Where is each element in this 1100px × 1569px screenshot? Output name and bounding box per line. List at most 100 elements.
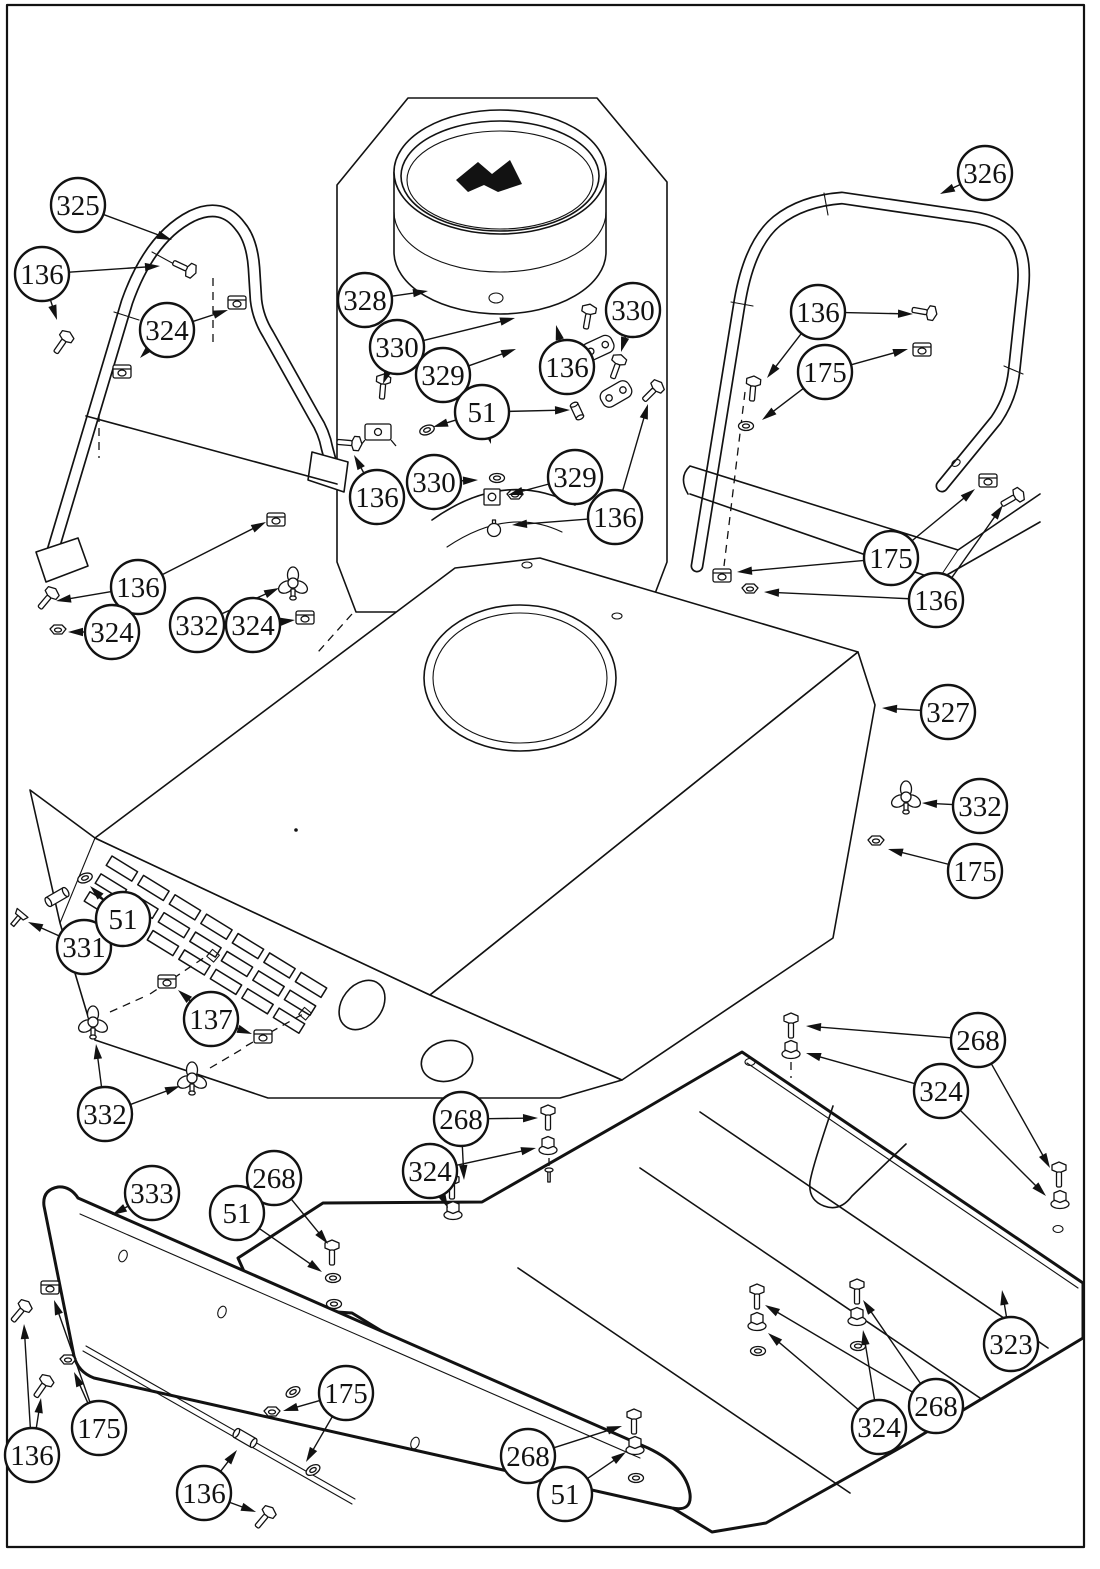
callout-number: 136 — [355, 482, 399, 514]
callout-balloon-333: 333 — [112, 1164, 181, 1222]
leader-arrowhead — [144, 262, 160, 272]
balloon-circle — [499, 1427, 557, 1485]
clip-nut-icon — [266, 512, 286, 527]
grille-slot — [241, 987, 274, 1015]
leader-arrowhead — [48, 304, 57, 320]
leader-arrowhead — [90, 886, 104, 900]
balloon-circle — [536, 1465, 594, 1523]
flange-nut-icon — [538, 1135, 558, 1156]
callout-balloon-324: 324 — [806, 1053, 1046, 1196]
sleeve-icon — [232, 1427, 258, 1449]
balloon-circle — [49, 176, 107, 234]
washer-icon — [324, 1272, 342, 1284]
callout-number: 329 — [553, 462, 597, 494]
callout-number: 136 — [182, 1478, 226, 1510]
balloon-circle — [123, 1164, 181, 1222]
flange-nut-icon — [625, 1435, 645, 1456]
callout-balloon-328: 328 — [336, 271, 428, 329]
callout-number: 331 — [62, 932, 106, 964]
leader-line — [103, 213, 169, 240]
callout-balloon-175: 175 — [762, 343, 908, 420]
callout-number: 136 — [20, 259, 64, 291]
leader-line — [770, 1335, 859, 1411]
leader-line — [423, 318, 512, 342]
callout-balloon-330: 330 — [405, 453, 478, 511]
callout-balloon-136: 136 — [348, 455, 406, 526]
callout-balloon-175: 175 — [737, 489, 975, 587]
leader-arrowhead — [806, 1053, 822, 1062]
balloon-circle — [208, 1184, 266, 1242]
callout-number: 325 — [56, 190, 100, 222]
nut-icon — [49, 624, 67, 635]
clip-nut-icon — [157, 974, 177, 989]
hood — [29, 557, 876, 1099]
callout-number: 137 — [189, 1004, 233, 1036]
balloon-circle — [919, 683, 977, 741]
balloon-circle — [13, 245, 71, 303]
bolt-icon — [37, 585, 60, 610]
clip-nut-icon — [227, 295, 247, 310]
leader-arrowhead — [459, 1164, 468, 1180]
balloon-circle — [956, 144, 1014, 202]
balloon-circle — [405, 453, 463, 511]
bolt-icon — [581, 303, 598, 330]
callout-balloon-136: 136 — [512, 404, 648, 546]
balloon-circle — [55, 918, 113, 976]
leader-arrowhead — [433, 418, 449, 427]
leader-arrowhead — [897, 309, 913, 318]
balloon-circle — [982, 1315, 1040, 1373]
leader-arrowhead — [806, 1023, 822, 1032]
leader-arrowhead — [28, 922, 44, 932]
grille-slot — [157, 911, 191, 939]
callout-number: 324 — [919, 1076, 963, 1108]
balloon-circle — [138, 301, 196, 359]
skid-plate-slot — [808, 1105, 907, 1209]
leader-arrowhead — [765, 1305, 781, 1317]
callout-number: 324 — [857, 1412, 901, 1444]
flanged-bracket-icon — [359, 423, 397, 447]
grille-slot — [220, 950, 254, 978]
callout-balloon-332: 332 — [168, 588, 279, 654]
balloon-circle — [432, 1090, 490, 1148]
leader-line — [809, 1053, 916, 1085]
washer-icon — [77, 872, 93, 884]
callout-balloon-324: 324 — [68, 603, 141, 661]
bolt-icon — [10, 1298, 33, 1323]
bolt-icon — [172, 260, 197, 279]
callout-balloon-324: 324 — [138, 301, 228, 359]
washer-icon — [488, 472, 506, 484]
callout-number: 268 — [252, 1163, 296, 1195]
leader-arrowhead — [412, 288, 428, 298]
callout-balloon-136: 136 — [56, 522, 266, 616]
balloon-circle — [907, 571, 965, 629]
knob-icon — [890, 780, 922, 815]
clip-nut-icon — [712, 568, 732, 583]
balloon-circle — [401, 1142, 459, 1200]
leader-line — [456, 1148, 533, 1166]
balloon-circle — [245, 1149, 303, 1207]
callout-balloon-51: 51 — [90, 886, 152, 948]
balloon-circle — [850, 1398, 908, 1456]
callout-balloon-268: 268 — [806, 1011, 1050, 1168]
balloon-circle — [951, 777, 1009, 835]
leader-arrowhead — [279, 617, 295, 626]
balloon-circle — [94, 890, 152, 948]
hood-right-face — [429, 651, 876, 1081]
square-plate-icon — [483, 488, 501, 506]
callout-number: 324 — [231, 610, 275, 642]
flange-nut-icon — [747, 1311, 767, 1332]
callout-number: 323 — [989, 1329, 1033, 1361]
leader-arrowhead — [500, 349, 516, 358]
ball-stud-icon — [486, 519, 502, 538]
leader-arrowhead — [93, 1044, 103, 1060]
clip-nut-icon — [253, 1029, 273, 1044]
hood-top-face — [94, 557, 859, 996]
leader-arrowhead — [250, 522, 266, 533]
callout-balloon-330: 330 — [368, 317, 515, 384]
grille-slot — [200, 913, 233, 941]
leader-arrowhead — [283, 1402, 299, 1411]
flange-nut-icon — [781, 1039, 801, 1060]
leader-arrowhead — [112, 1204, 128, 1215]
